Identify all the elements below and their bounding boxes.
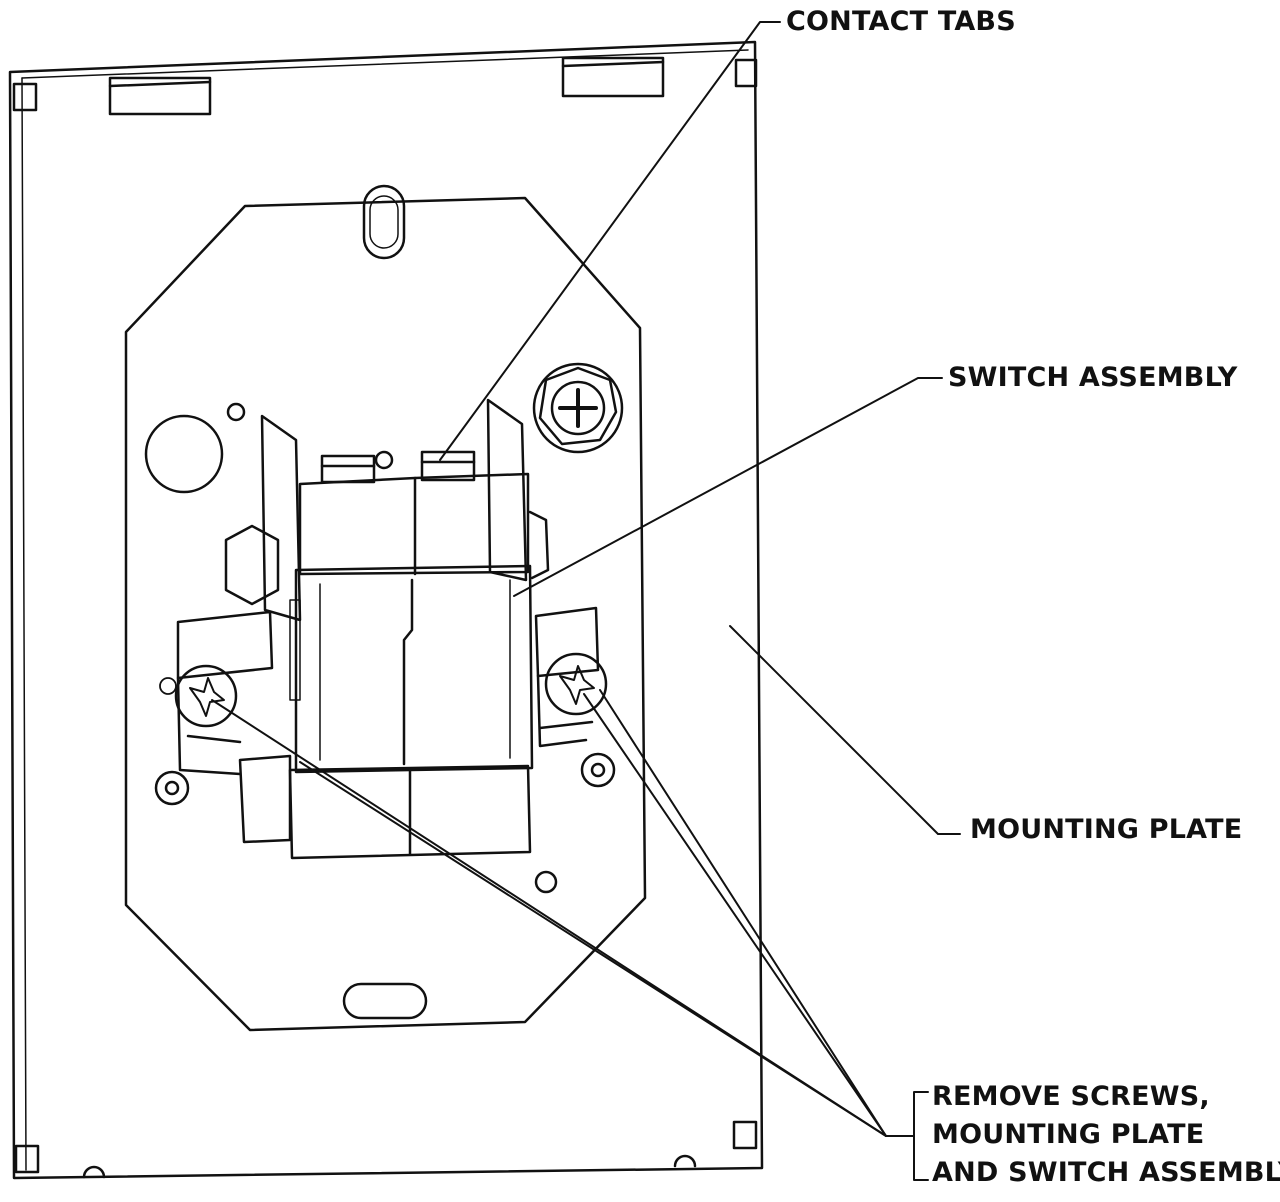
- bottom-notch-left: [82, 1165, 106, 1179]
- label-remove-line-1: REMOVE SCREWS,: [932, 1081, 1210, 1112]
- leader-remove-right-screw: [583, 693, 887, 1137]
- label-contact-tabs: CONTACT TABS: [786, 6, 1016, 37]
- mounting-slot-top: [362, 184, 406, 260]
- label-mounting-plate: MOUNTING PLATE: [970, 814, 1243, 845]
- knockout-hole: [144, 414, 224, 494]
- mounting-screw-left: [159, 664, 238, 728]
- top-clip-right: [561, 56, 665, 98]
- mounting-screw-right: [544, 652, 608, 716]
- corner-notch-bottom-right: [732, 1120, 758, 1150]
- corner-notch-bottom-left: [14, 1144, 40, 1174]
- bottom-notch-right: [673, 1154, 697, 1168]
- label-remove-instruction: REMOVE SCREWS, MOUNTING PLATE AND SWITCH…: [932, 1078, 1280, 1192]
- switch-assembly-shape: [154, 398, 616, 860]
- leader-remove-switch: [299, 761, 887, 1137]
- corner-notch-top-right: [734, 58, 758, 88]
- small-nut-bottom-left: [154, 770, 190, 806]
- label-remove-line-3: AND SWITCH ASSEMBLY: [932, 1157, 1280, 1188]
- leader-switch-assembly: [513, 377, 943, 597]
- contact-tab-right: [420, 450, 476, 482]
- mounting-plate-shape: [124, 184, 647, 1032]
- label-switch-assembly: SWITCH ASSEMBLY: [948, 362, 1238, 393]
- contact-tab-left: [320, 454, 376, 484]
- mounting-slot-bottom: [342, 982, 428, 1020]
- leader-remove-right-screw-2: [599, 689, 887, 1137]
- corner-notch-top-left: [12, 82, 38, 112]
- ground-screw: [532, 362, 624, 454]
- small-nut-bottom-right: [580, 752, 616, 788]
- leader-lines: [211, 21, 961, 1181]
- cover-plate: [8, 40, 764, 1180]
- top-clip-left: [108, 76, 212, 116]
- leader-contact-tabs: [439, 21, 781, 461]
- label-remove-line-2: MOUNTING PLATE: [932, 1119, 1205, 1150]
- leader-mounting-plate: [729, 625, 961, 835]
- small-hole: [534, 870, 558, 894]
- leader-remove-bracket: [913, 1091, 929, 1181]
